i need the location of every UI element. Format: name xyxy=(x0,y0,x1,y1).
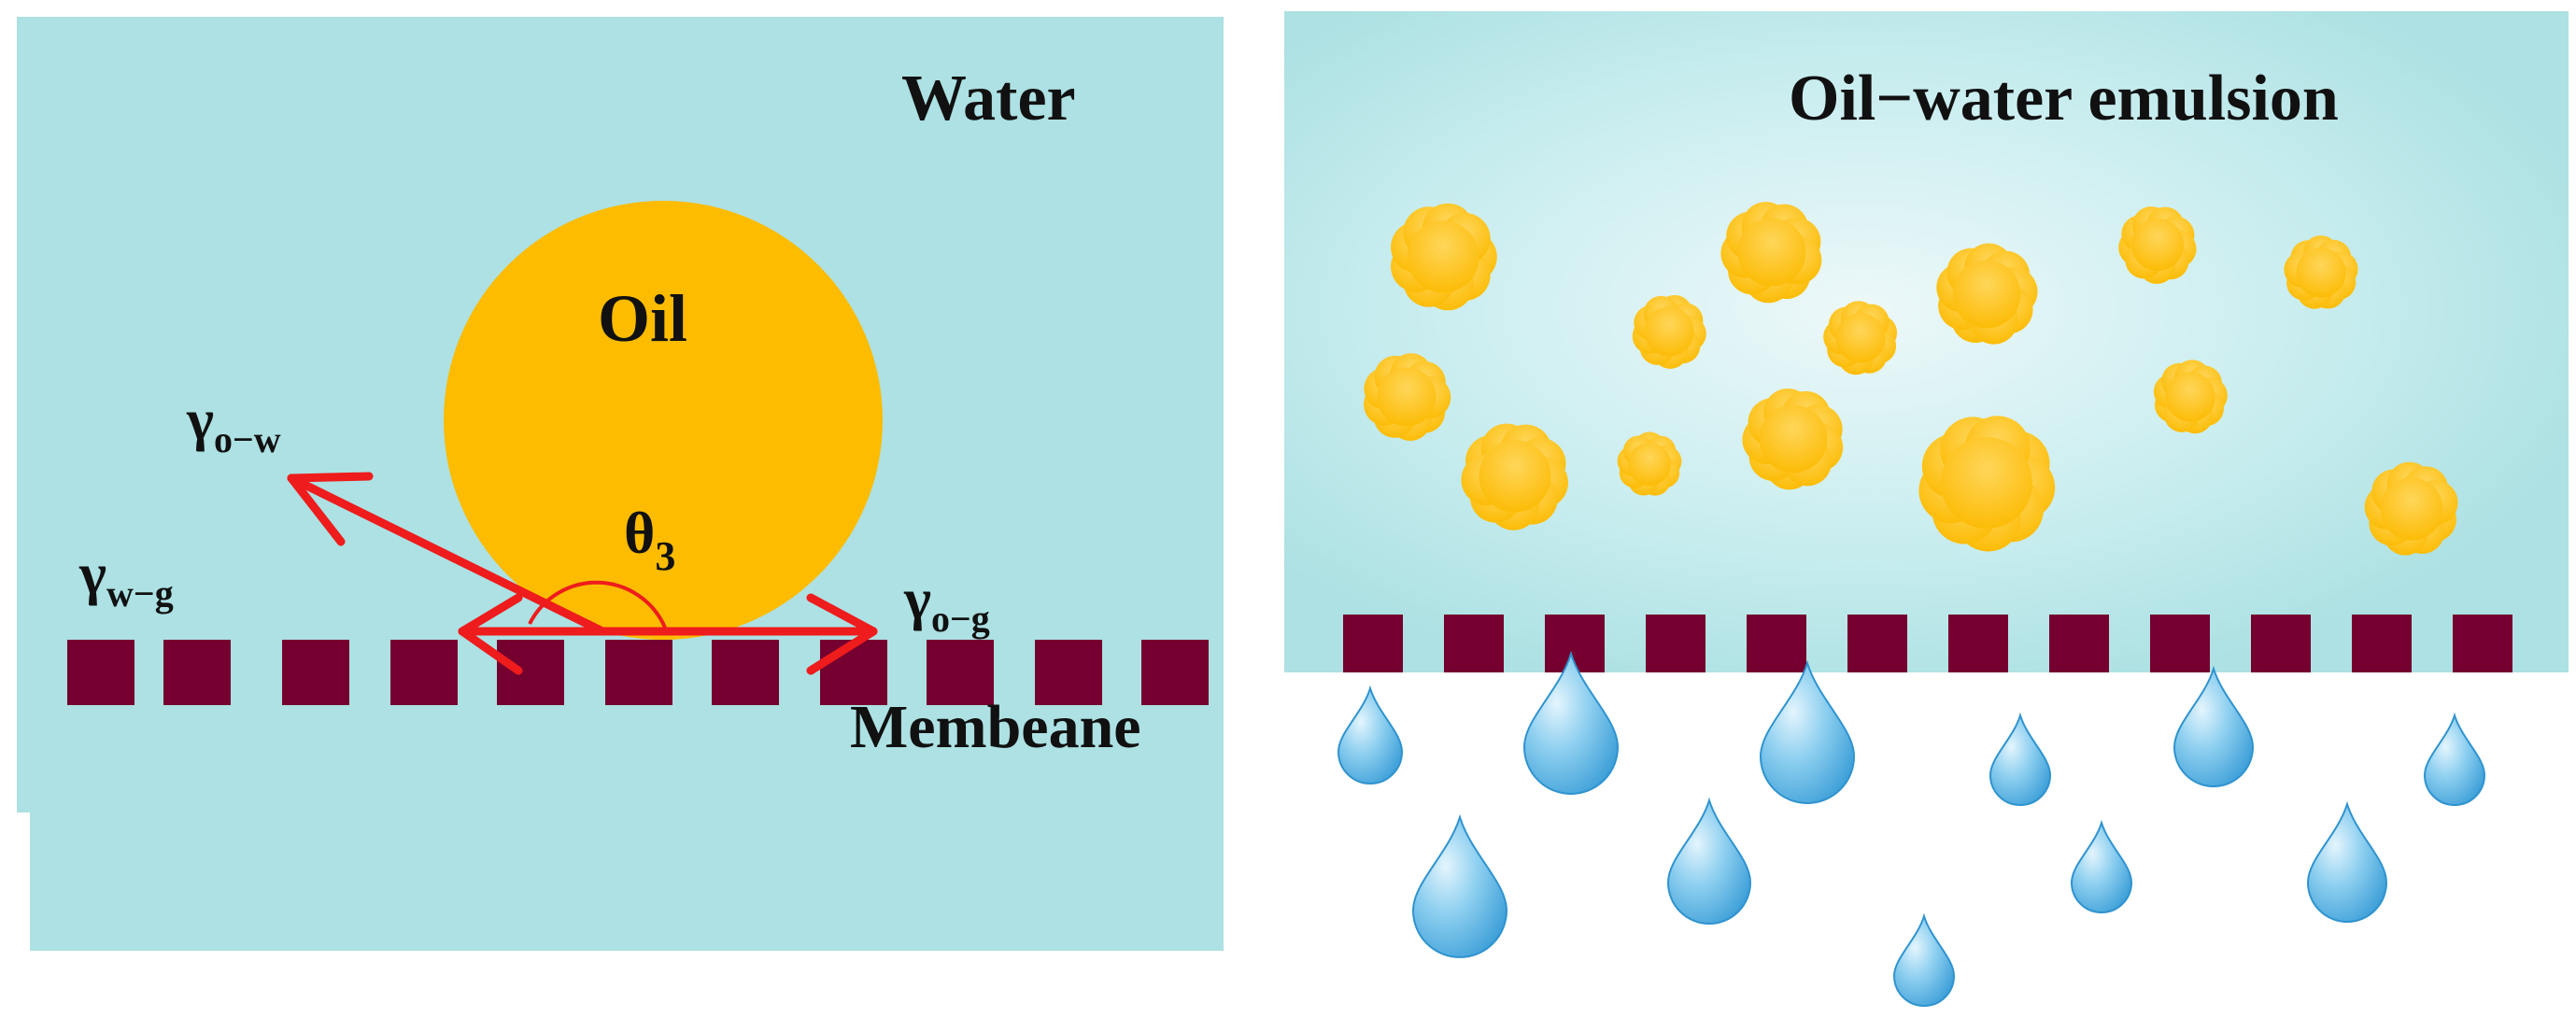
oil-droplet-cluster xyxy=(1617,431,1682,496)
membrane-pore-block xyxy=(1141,640,1209,705)
oil-droplet-cluster xyxy=(1918,416,2056,552)
oil-droplets xyxy=(1364,202,2458,556)
vector-oil-water xyxy=(287,474,607,636)
membrane-pore-block xyxy=(1847,615,1907,672)
membrane-pore-block xyxy=(1646,615,1706,672)
oil-droplet-cluster xyxy=(2118,206,2197,284)
emulsion-title: Oil−water emulsion xyxy=(1789,63,2339,134)
water-droplet xyxy=(1411,813,1508,958)
water-droplet xyxy=(2070,819,2133,913)
membrane-pore-block xyxy=(2352,615,2412,672)
membrane-pore-block xyxy=(1444,615,1504,672)
water-droplet xyxy=(1666,797,1752,925)
arrowhead-oil-gas xyxy=(806,593,878,675)
membrane-pore-block xyxy=(712,640,779,705)
oil-droplet-cluster xyxy=(2364,461,2458,556)
oil-label: Oil xyxy=(598,281,687,356)
right-panel: Oil−water emulsion xyxy=(1284,11,2569,1007)
membrane-pore-block xyxy=(927,640,994,705)
water-droplet xyxy=(1892,912,1956,1007)
membrane-pore-block xyxy=(2453,615,2512,672)
membrane-pore-block xyxy=(2251,615,2311,672)
oil-droplet-cluster xyxy=(1364,353,1451,441)
membrane-pore-block xyxy=(2150,615,2210,672)
membrane-pore-block xyxy=(2049,615,2109,672)
water-label: Water xyxy=(901,63,1076,134)
emulsion-background xyxy=(1284,11,2569,672)
oil-droplet-cluster xyxy=(2284,235,2358,309)
oil-droplet-cluster xyxy=(1742,388,1844,490)
arrowhead-oil-water xyxy=(287,472,374,546)
water-droplet xyxy=(1337,685,1404,785)
oil-droplet-cluster xyxy=(1823,301,1898,375)
left-panel: Water Oil Membeane θ3 xyxy=(17,17,1224,951)
membrane-pore-block xyxy=(390,640,458,705)
panel-edge xyxy=(17,813,30,951)
water-droplet xyxy=(2423,712,2486,806)
water-droplet xyxy=(2306,800,2388,923)
water-droplets xyxy=(1337,650,2486,1007)
contact-angle-label: θ3 xyxy=(624,500,675,579)
membrane-pore-block xyxy=(820,640,887,705)
oil-droplet-cluster xyxy=(1461,423,1568,530)
membrane-pore-block xyxy=(1747,615,1806,672)
arrowhead-water-gas xyxy=(458,593,523,675)
oil-droplet-cluster xyxy=(1720,202,1822,304)
membrane-pore-block xyxy=(1035,640,1102,705)
oil-droplet-cluster xyxy=(1391,203,1497,311)
oil-droplet xyxy=(444,201,883,640)
water-droplet xyxy=(1522,650,1620,795)
tension-water-gas-label: γw−g xyxy=(78,543,174,615)
water-droplet xyxy=(1989,712,2052,806)
membrane-pore-block xyxy=(163,640,231,705)
tension-oil-water-label: γo−w xyxy=(186,389,281,460)
membrane-label: Membeane xyxy=(850,693,1141,761)
tension-oil-gas-label: γo−g xyxy=(903,568,990,640)
membrane-pore-block xyxy=(605,640,672,705)
oil-droplet-cluster xyxy=(1936,243,2038,345)
membrane xyxy=(67,640,1209,705)
membrane-pore-block xyxy=(497,640,564,705)
tension-vectors xyxy=(287,472,878,675)
oil-droplet-cluster xyxy=(1632,294,1706,369)
membrane-pore-block xyxy=(282,640,349,705)
oil-droplet-cluster xyxy=(2153,360,2228,434)
water-droplet xyxy=(1759,659,1856,804)
membrane-pore-block xyxy=(67,640,134,705)
membrane-pore-block xyxy=(1343,615,1403,672)
membrane-pore-block xyxy=(1948,615,2008,672)
water-droplet xyxy=(2173,665,2255,787)
